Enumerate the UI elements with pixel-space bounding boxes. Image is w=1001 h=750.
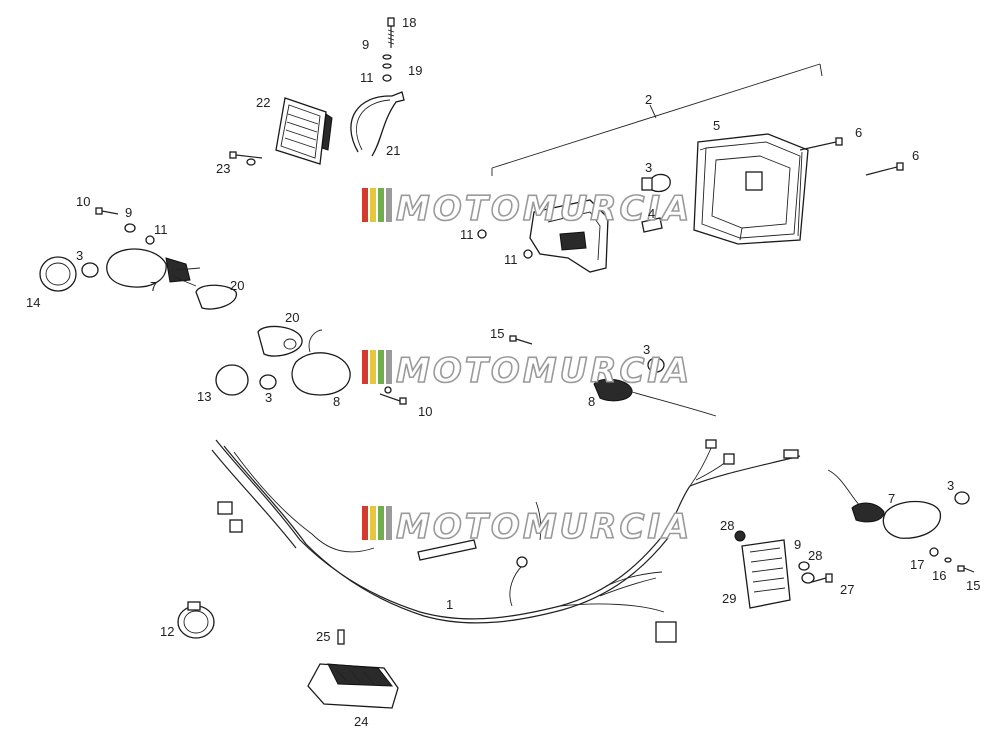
label-28: 28: [720, 518, 734, 533]
label-4: 4: [648, 206, 655, 221]
label-11: 11: [460, 227, 474, 242]
label-27: 27: [840, 582, 854, 597]
indicator-left-lower: [215, 325, 407, 405]
headlight-bulb-holder: [477, 173, 671, 273]
label-6: 6: [855, 125, 862, 140]
watermark-text: MOTOMURCIA: [396, 507, 692, 547]
label-2: 2: [645, 92, 652, 107]
label-15: 15: [966, 578, 980, 593]
label-20: 20: [285, 310, 299, 325]
label-7: 7: [150, 279, 157, 294]
label-11: 11: [504, 252, 518, 267]
label-11: 11: [360, 70, 374, 85]
top-bolt-stack: [382, 17, 395, 82]
label-16: 16: [932, 568, 946, 583]
label-7: 7: [888, 491, 895, 506]
watermark-text: MOTOMURCIA: [396, 189, 692, 229]
watermark-bottom: MOTOMURCIA: [362, 506, 692, 548]
part-22-plate-light: [275, 97, 333, 165]
part-24-cdi-unit: [307, 629, 399, 709]
label-1: 1: [446, 597, 453, 612]
label-29: 29: [722, 591, 736, 606]
part-1-wiring-harness: [211, 439, 801, 643]
label-3: 3: [265, 390, 272, 405]
indicator-left-upper: [39, 207, 237, 310]
label-20: 20: [230, 278, 244, 293]
watermark-top: MOTOMURCIA: [362, 188, 692, 230]
indicator-right-lower: [827, 469, 975, 573]
part-2-bracket: [491, 63, 823, 176]
label-5: 5: [713, 118, 720, 133]
label-3: 3: [643, 342, 650, 357]
label-8: 8: [588, 394, 595, 409]
part-5-headlight-housing: [693, 133, 809, 245]
label-6: 6: [912, 148, 919, 163]
label-9: 9: [362, 37, 369, 52]
label-19: 19: [408, 63, 422, 78]
label-3: 3: [947, 478, 954, 493]
part-labels: 18 9 19 11 22 21 23 2 5 6 6 3 4 11 11 10…: [26, 15, 980, 729]
label-9: 9: [794, 537, 801, 552]
label-8: 8: [333, 394, 340, 409]
label-28: 28: [808, 548, 822, 563]
label-11: 11: [154, 222, 168, 237]
label-22: 22: [256, 95, 270, 110]
label-14: 14: [26, 295, 40, 310]
label-17: 17: [910, 557, 924, 572]
indicator-right-upper: [509, 335, 717, 417]
label-23: 23: [216, 161, 230, 176]
label-10: 10: [418, 404, 432, 419]
label-10: 10: [76, 194, 90, 209]
part-23-screw: [229, 151, 263, 166]
label-24: 24: [354, 714, 368, 729]
part-6-screws: [799, 137, 904, 176]
watermark-middle: MOTOMURCIA: [362, 350, 692, 392]
label-13: 13: [197, 389, 211, 404]
part-29-regulator: [734, 530, 833, 609]
label-15: 15: [490, 326, 504, 341]
label-3: 3: [645, 160, 652, 175]
part-21-strap: [350, 91, 405, 157]
part-12-clamp: [177, 601, 215, 639]
label-25: 25: [316, 629, 330, 644]
label-21: 21: [386, 143, 400, 158]
label-3: 3: [76, 248, 83, 263]
label-18: 18: [402, 15, 416, 30]
label-9: 9: [125, 205, 132, 220]
watermark-text: MOTOMURCIA: [396, 351, 692, 391]
label-12: 12: [160, 624, 174, 639]
